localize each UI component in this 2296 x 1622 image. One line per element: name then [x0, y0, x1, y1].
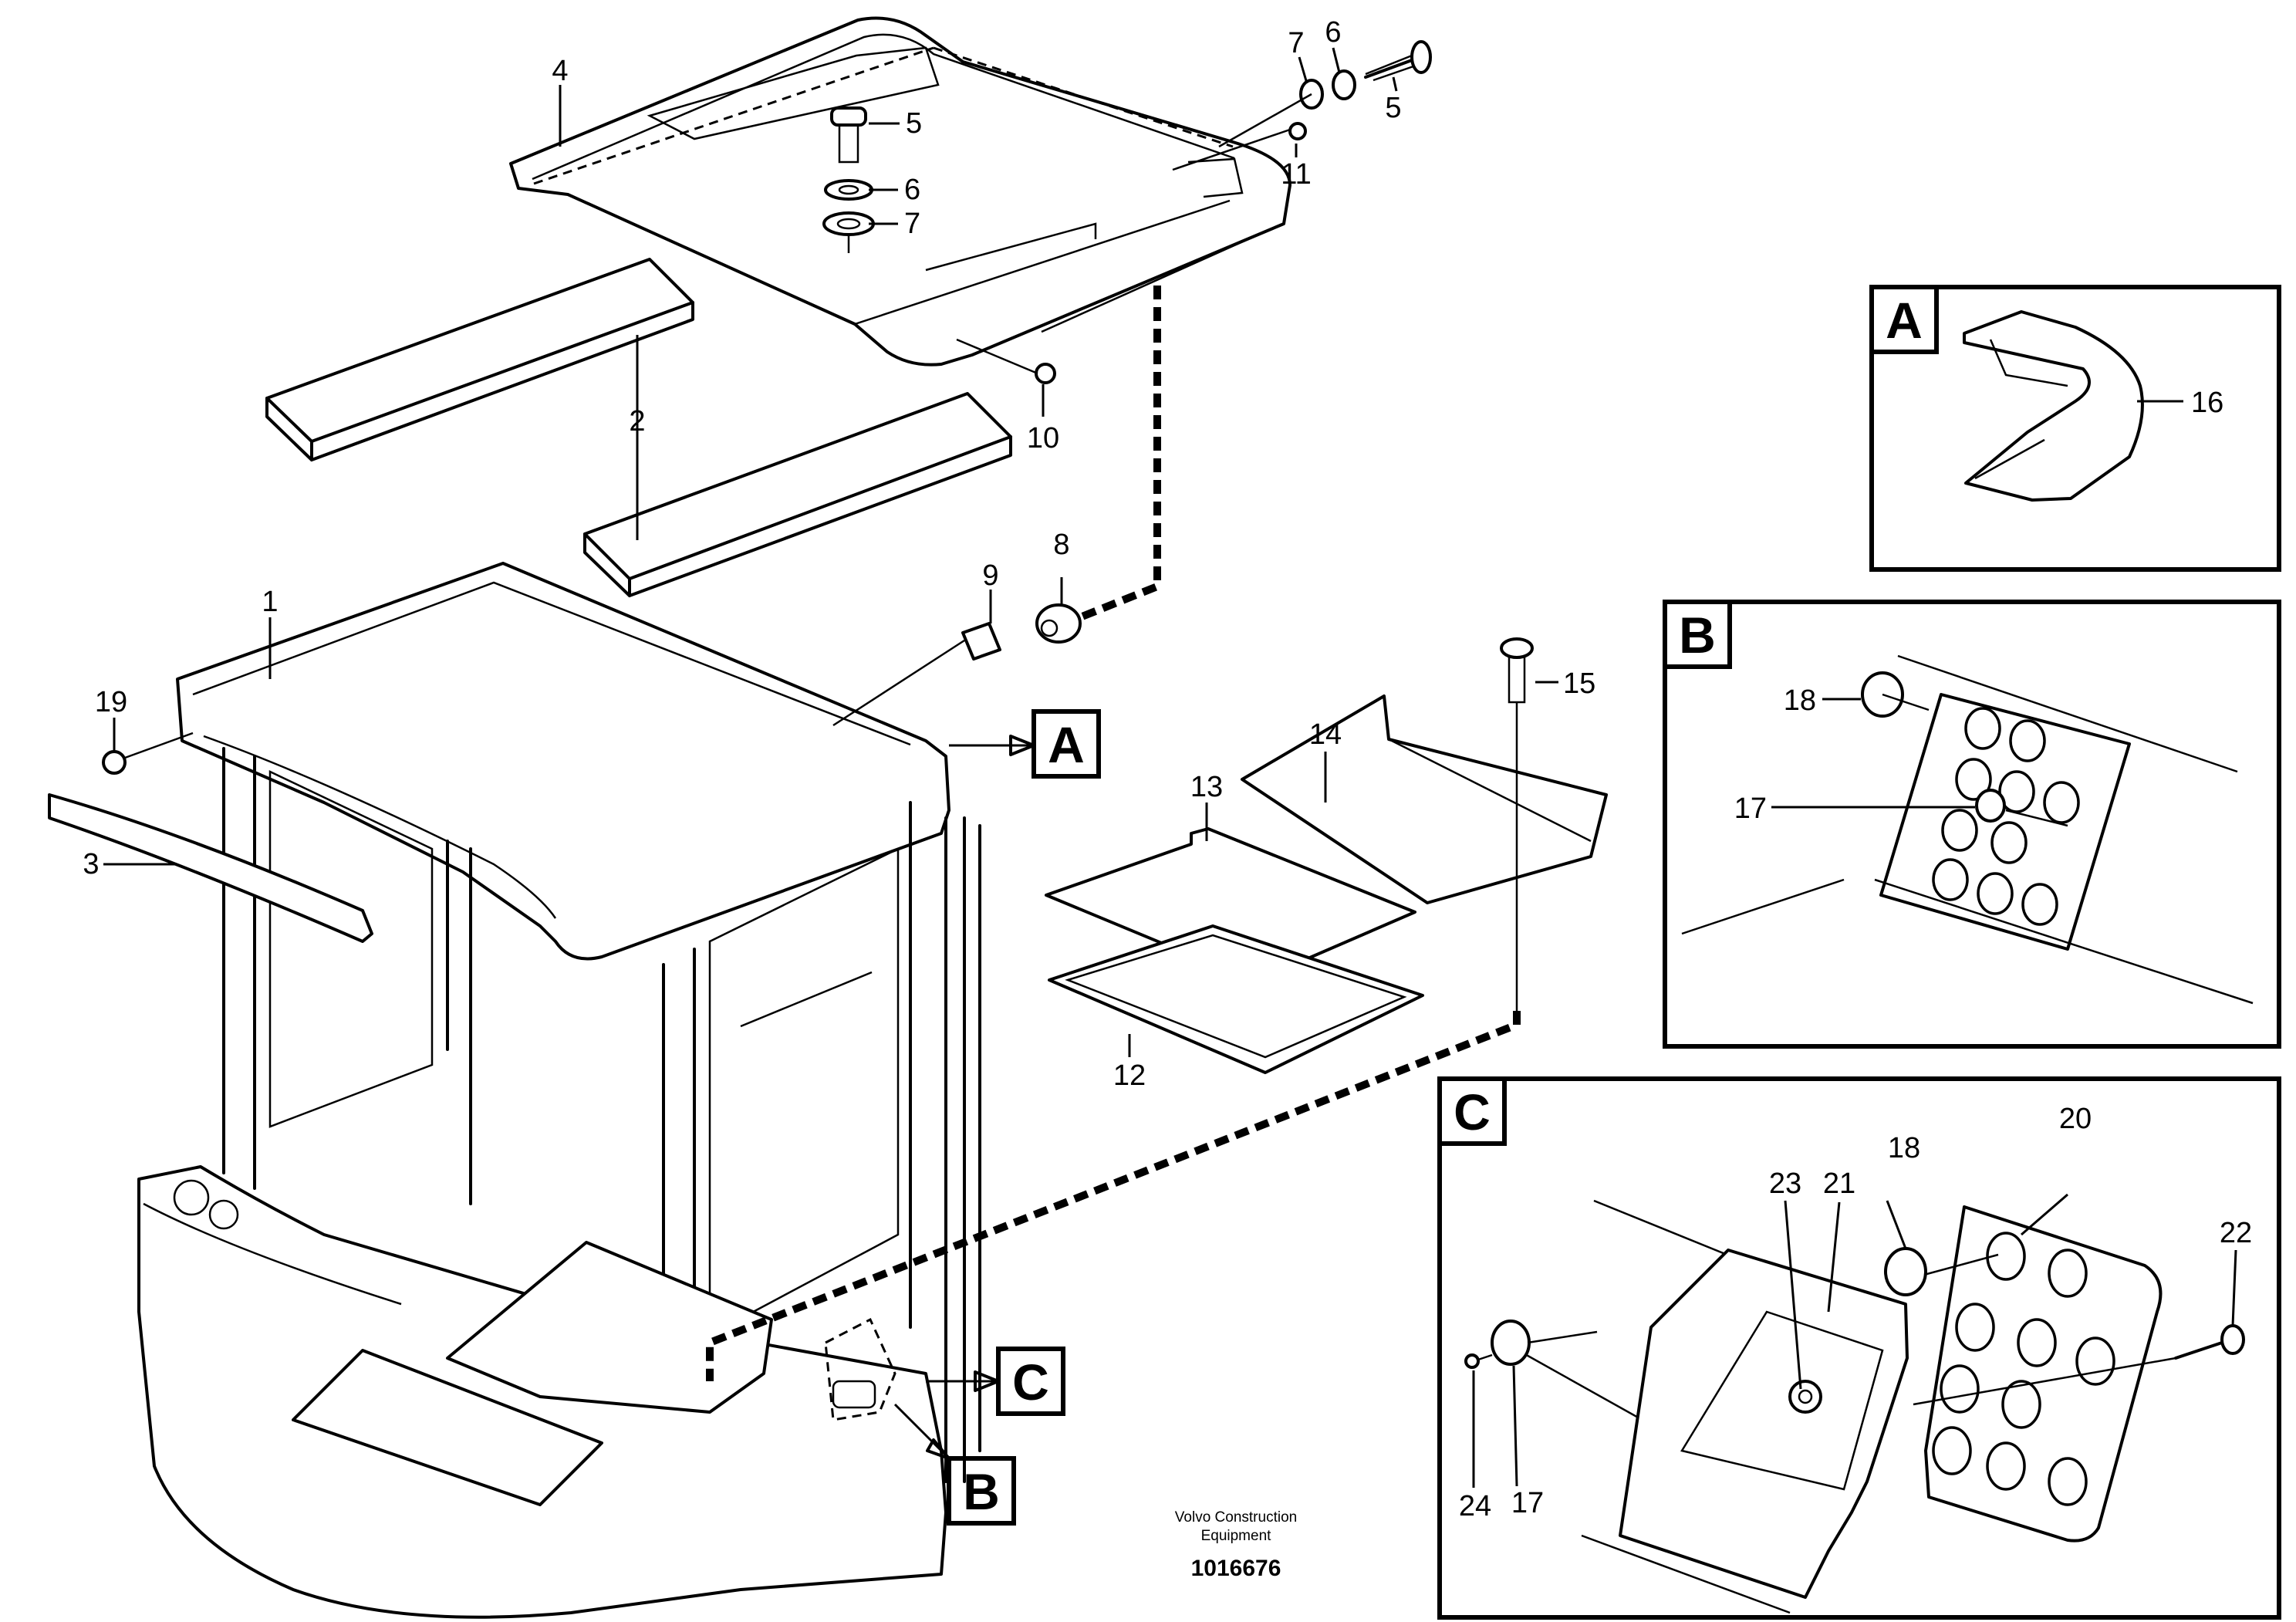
label-part-6: 6 [904, 174, 920, 206]
svg-text:A: A [1886, 292, 1923, 349]
label-part-3: 3 [83, 848, 99, 880]
label-part-14: 14 [1309, 718, 1342, 751]
label-part-7: 7 [904, 208, 920, 240]
label-part-17-c: 17 [1511, 1487, 1544, 1519]
svg-text:C: C [1454, 1083, 1491, 1140]
label-part-15: 15 [1563, 667, 1595, 700]
dashed-leader-roof-to-mount [1079, 286, 1161, 621]
floor-mats [1045, 694, 1608, 1074]
svg-text:B: B [963, 1463, 1000, 1520]
bolt-15 [1500, 637, 1534, 1011]
publisher-line-1: Volvo Construction [1175, 1509, 1297, 1526]
label-part-16: 16 [2191, 387, 2223, 419]
label-part-5: 5 [906, 107, 922, 140]
figure-footer: Volvo Construction Equipment 1016676 [1175, 1509, 1297, 1581]
roof-hardware [822, 40, 1432, 384]
label-part-18-b: 18 [1784, 684, 1816, 717]
svg-text:B: B [1679, 607, 1716, 664]
label-part-6-bolt: 6 [1325, 16, 1341, 49]
cab-frame [48, 562, 1082, 1619]
svg-text:A: A [1048, 716, 1085, 773]
callout-c-main[interactable]: C [926, 1347, 1065, 1416]
callout-a-main[interactable]: A [949, 709, 1101, 779]
label-part-21: 21 [1823, 1168, 1855, 1200]
label-part-18-c: 18 [1888, 1132, 1920, 1164]
label-part-13: 13 [1190, 771, 1223, 803]
detail-view-a: A [1869, 285, 2281, 572]
label-part-22: 22 [2220, 1217, 2252, 1249]
label-part-12: 12 [1113, 1059, 1146, 1092]
label-leaders [103, 47, 1558, 1057]
label-part-23: 23 [1769, 1168, 1801, 1200]
leader-17c [1512, 1365, 1518, 1487]
roof-panel [509, 16, 1292, 367]
detail-view-b: B [1663, 600, 2281, 1049]
label-part-4: 4 [552, 55, 568, 87]
label-part-5-bolt: 5 [1385, 92, 1401, 124]
dashed-leader-floor [706, 1011, 1521, 1381]
label-part-24: 24 [1459, 1490, 1491, 1522]
insulation-pads [265, 258, 1012, 597]
label-part-9: 9 [982, 559, 998, 592]
label-part-10: 10 [1027, 422, 1059, 454]
publisher-line-2: Equipment [1201, 1528, 1272, 1544]
detail-view-c: C [1437, 1076, 2281, 1620]
label-part-1: 1 [262, 586, 278, 618]
label-part-7-bolt: 7 [1288, 27, 1304, 59]
callout-b-main[interactable]: B [893, 1403, 1016, 1526]
figure-id: 1016676 [1191, 1556, 1281, 1581]
label-part-19: 19 [95, 686, 127, 718]
label-part-17-b: 17 [1734, 792, 1767, 825]
label-part-20: 20 [2059, 1103, 2092, 1135]
label-part-2: 2 [629, 405, 645, 438]
label-part-11: 11 [1281, 158, 1311, 191]
label-part-8: 8 [1053, 529, 1069, 561]
part-labels: 4 5 6 7 7 6 5 11 10 2 1 19 3 9 8 15 14 1… [83, 16, 2252, 1522]
svg-text:C: C [1012, 1353, 1049, 1411]
